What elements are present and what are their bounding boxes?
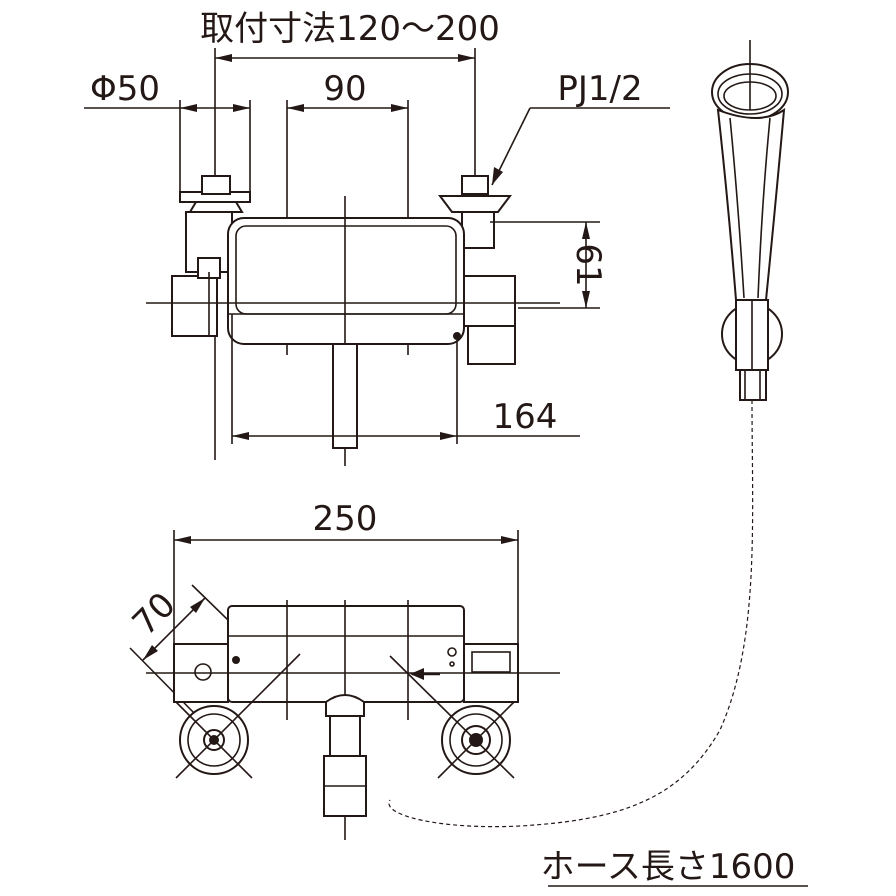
mounting-pitch-label: 取付寸法120〜200: [200, 9, 500, 49]
wall-depth-label: 70: [125, 585, 184, 644]
top-view: 取付寸法120〜200 Φ50 90 PJ1/2: [84, 9, 670, 466]
hose-length-label: ホース長さ1600: [541, 847, 796, 887]
front-view: 250 70: [125, 499, 560, 840]
width-label: 250: [313, 499, 378, 539]
depth-label: 164: [493, 397, 558, 437]
height-label: 61: [568, 243, 608, 286]
hand-shower: [711, 40, 789, 401]
center-label: 90: [323, 69, 366, 109]
hose: [388, 399, 754, 828]
phi-label: Φ50: [90, 69, 160, 109]
thread-label: PJ1/2: [557, 69, 642, 109]
